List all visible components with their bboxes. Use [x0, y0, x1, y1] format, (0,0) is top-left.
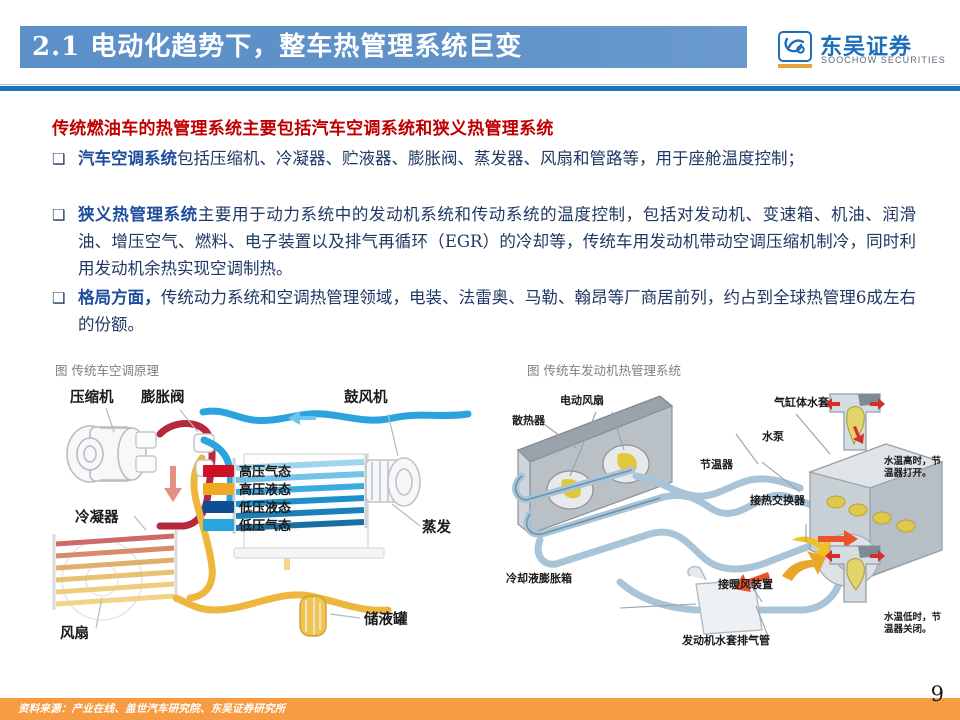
bullet-text: 格局方面，传统动力系统和空调热管理领域，电装、法雷奥、马勒、翰昂等厂商居前列，约…	[78, 284, 916, 338]
bullet-marker-icon: ❑	[52, 206, 66, 224]
bullet-marker-icon: ❑	[52, 150, 66, 168]
engine-cooling-illustration	[512, 393, 944, 637]
bullet-item: ❑ 格局方面，传统动力系统和空调热管理领域，电装、法雷奥、马勒、翰昂等厂商居前列…	[52, 284, 916, 338]
source-note: 资料来源：产业在线、盖世汽车研究院、东吴证券研究所	[18, 703, 286, 715]
bullet-marker-icon: ❑	[52, 289, 66, 307]
label-water-pump: 水泵	[762, 430, 784, 443]
label-radiator: 散热器	[512, 414, 545, 427]
legend-swatch-low-pressure-gas	[203, 518, 234, 531]
refrigerant-state-legend: 高压气态 高压液态 低压液态 低压气态	[203, 462, 291, 534]
ac-principle-illustration	[52, 407, 472, 637]
page-title: 2.1 电动化趋势下，整车热管理系统巨变	[32, 32, 523, 62]
header-divider	[0, 86, 960, 91]
bullet-text: 汽车空调系统包括压缩机、冷凝器、贮液器、膨胀阀、蒸发器、风扇和管路等，用于座舱温…	[78, 145, 916, 172]
inset-caption-thermostat-closed: 水温低时，节温器关闭。	[884, 612, 942, 635]
legend-label: 低压液态	[239, 501, 292, 516]
logo-underbar	[778, 64, 812, 68]
legend-label: 低压气态	[239, 519, 292, 534]
slide-body: 传统燃油车的热管理系统主要包括汽车空调系统和狭义热管理系统 ❑ 汽车空调系统包括…	[0, 92, 960, 672]
legend-swatch-low-pressure-liquid	[203, 500, 234, 513]
section-headline: 传统燃油车的热管理系统主要包括汽车空调系统和狭义热管理系统	[52, 119, 554, 139]
bullet-lead: 狭义热管理系统	[78, 205, 198, 224]
bullet-rest: 包括压缩机、冷凝器、贮液器、膨胀阀、蒸发器、风扇和管路等，用于座舱温度控制；	[177, 149, 804, 168]
legend-item: 高压气态	[203, 462, 292, 480]
legend-item: 高压液态	[203, 480, 292, 498]
figure-ac-principle: 压缩机 冷凝器 风扇 膨胀阀 鼓风机 蒸发 储液罐 高压气态 高压液态 低压液态…	[48, 384, 500, 652]
brand-logo: 东吴证券 SOOCHOW SECURITIES	[778, 31, 946, 71]
legend-swatch-high-pressure-liquid	[203, 482, 234, 495]
bullet-lead: 格局方面，	[78, 288, 161, 307]
logo-chinese-name: 东吴证券	[820, 35, 913, 60]
legend-label: 高压液态	[239, 483, 292, 498]
logo-english-name: SOOCHOW SECURITIES	[821, 55, 946, 65]
header-divider-thin	[0, 84, 960, 85]
soochow-logo-icon	[778, 31, 812, 62]
bullet-lead: 汽车空调系统	[78, 149, 177, 168]
legend-item: 低压气态	[203, 516, 292, 534]
bullet-rest: 主要用于动力系统中的发动机系统和传动系统的温度控制，包括对发动机、变速箱、机油、…	[78, 205, 917, 278]
label-expansion-valve: 膨胀阀	[141, 390, 185, 406]
figure-engine-thermal-management: 散热器 电动风扇 气缸体水套 水泵 节温器 冷却液膨胀箱 发动机水套排气管 接热…	[500, 384, 952, 652]
bullet-item: ❑ 狭义热管理系统主要用于动力系统中的发动机系统和传动系统的温度控制，包括对发动…	[52, 201, 916, 282]
bullet-rest: 传统动力系统和空调热管理领域，电装、法雷奥、马勒、翰昂等厂商居前列，约占到全球热…	[78, 288, 916, 334]
label-heat-exchanger: 接热交换器	[750, 494, 805, 507]
legend-label: 高压气态	[239, 465, 292, 480]
label-engine-jacket-vent-pipe: 发动机水套排气管	[682, 634, 770, 647]
figure-caption-right: 图 传统车发动机热管理系统	[527, 363, 681, 378]
legend-swatch-high-pressure-gas	[203, 464, 234, 477]
slide-header: 2.1 电动化趋势下，整车热管理系统巨变 东吴证券 SOOCHOW SECURI…	[0, 0, 960, 92]
legend-item: 低压液态	[203, 498, 292, 516]
label-electric-fan: 电动风扇	[560, 394, 604, 407]
label-cylinder-water-jacket: 气缸体水套	[774, 396, 829, 409]
label-blower: 鼓风机	[344, 390, 388, 406]
page-number: 9	[930, 682, 944, 706]
bullet-text: 狭义热管理系统主要用于动力系统中的发动机系统和传动系统的温度控制，包括对发动机、…	[78, 201, 916, 282]
label-heater-device: 接暖风装置	[718, 578, 773, 591]
label-receiver-tank: 储液罐	[364, 612, 408, 628]
label-fan: 风扇	[60, 626, 89, 642]
label-thermostat: 节温器	[700, 458, 733, 471]
figure-caption-left: 图 传统车空调原理	[55, 363, 159, 378]
inset-caption-thermostat-open: 水温高时，节温器打开。	[884, 456, 942, 479]
slide-footer: 资料来源：产业在线、盖世汽车研究院、东吴证券研究所 9	[0, 682, 960, 720]
label-evaporator: 蒸发	[422, 520, 451, 536]
label-coolant-expansion-tank: 冷却液膨胀箱	[506, 572, 572, 585]
label-condenser: 冷凝器	[75, 510, 119, 526]
label-compressor: 压缩机	[70, 390, 114, 406]
bullet-item: ❑ 汽车空调系统包括压缩机、冷凝器、贮液器、膨胀阀、蒸发器、风扇和管路等，用于座…	[52, 145, 916, 172]
title-band: 2.1 电动化趋势下，整车热管理系统巨变	[20, 26, 747, 68]
